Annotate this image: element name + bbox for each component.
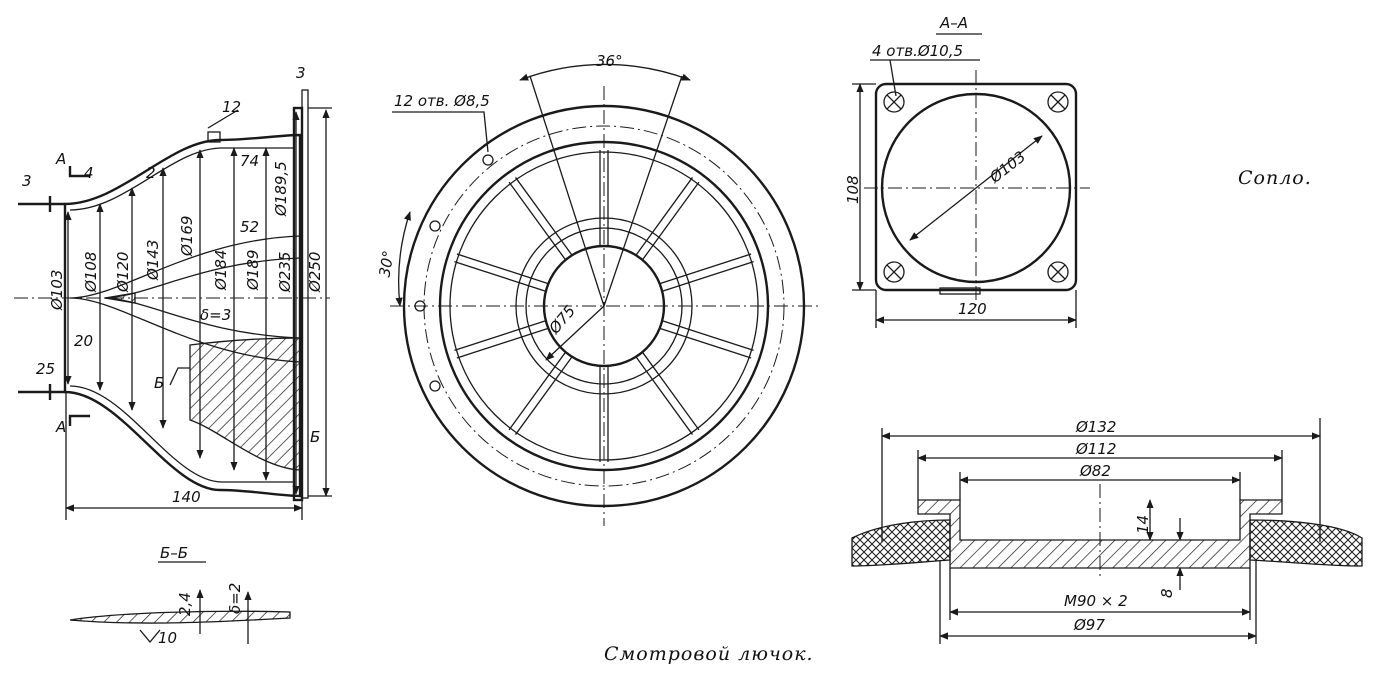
dim-d1895: Ø189,5 — [272, 161, 290, 217]
dim-d132: Ø132 — [1075, 418, 1116, 436]
label-12-holes: 12 отв. Ø8,5 — [394, 92, 490, 110]
dim-thread: М90 × 2 — [1064, 592, 1128, 610]
caption-hatch: Смотровой лючок. — [604, 643, 814, 665]
dim-12: 12 — [222, 98, 241, 116]
section-mark-b-left: Б — [154, 374, 164, 392]
dim-d189: Ø189 — [244, 250, 262, 291]
dim-d103: Ø103 — [48, 270, 66, 311]
dim-14: 14 — [1134, 515, 1152, 534]
dim-d108: Ø108 — [82, 252, 100, 293]
dim-36deg: 36° — [596, 52, 623, 70]
dim-3-left: 3 — [22, 172, 32, 190]
dim-30deg: 30° — [375, 249, 397, 278]
wheel-spoke — [456, 253, 549, 285]
dim-d235: Ø235 — [276, 252, 294, 293]
section-mark-a-top: A — [55, 150, 66, 168]
dim-d82: Ø82 — [1079, 462, 1111, 480]
dim-aa-d103: Ø103 — [985, 147, 1029, 187]
dim-3-top: 3 — [296, 64, 306, 82]
wheel-spoke — [515, 177, 573, 256]
wheel-spoke — [454, 320, 546, 352]
dim-52: 52 — [240, 218, 259, 236]
wheel-spoke — [454, 260, 546, 292]
wheel-spoke — [456, 327, 549, 359]
dim-d250: Ø250 — [306, 252, 324, 293]
wheel-spoke — [662, 320, 754, 352]
wheel-spoke — [635, 177, 693, 256]
dim-25: 25 — [36, 360, 55, 378]
wheel-spoke — [662, 260, 754, 292]
dim-delta3: δ=3 — [200, 306, 231, 324]
wheel-spoke — [515, 356, 573, 435]
roughness-10: 10 — [158, 629, 177, 647]
section-aa-title: A–A — [939, 14, 968, 32]
wheel-spoke — [659, 253, 752, 285]
dim-d97: Ø97 — [1073, 616, 1105, 634]
nozzle-front-view: 36° 30° 12 отв. Ø8,5 Ø75 — [375, 52, 820, 526]
caption-nozzle: Сопло. — [1238, 167, 1312, 189]
wheel-spoke — [635, 356, 693, 435]
dim-140: 140 — [172, 488, 201, 506]
dim-d184: Ø184 — [212, 250, 230, 291]
dim-d143: Ø143 — [144, 240, 162, 281]
section-mark-b-right: Б — [310, 428, 320, 446]
dim-4: 4 — [84, 164, 94, 182]
wheel-spoke — [508, 351, 567, 431]
dim-d120: Ø120 — [114, 252, 132, 293]
dim-108: 108 — [844, 175, 862, 204]
dim-8: 8 — [1158, 588, 1176, 598]
hatch-cover-section: Ø132 Ø112 Ø82 М90 × 2 Ø97 14 8 — [851, 418, 1363, 644]
label-4-holes: 4 отв.Ø10,5 — [872, 42, 963, 60]
section-bb: Б–Б 2,4 δ=2 10 — [69, 544, 291, 647]
dim-120: 120 — [958, 300, 987, 318]
dim-2-4: 2,4 — [176, 592, 194, 616]
nozzle-side-view: Ø103 Ø108 Ø120 Ø143 Ø169 Ø184 Ø189 Ø235 … — [14, 64, 332, 520]
section-mark-a-bottom: A — [55, 418, 66, 436]
dim-74: 74 — [240, 152, 259, 170]
dim-d169: Ø169 — [178, 216, 196, 257]
dim-d112: Ø112 — [1075, 440, 1116, 458]
section-bb-title: Б–Б — [160, 544, 188, 562]
wheel-spoke — [641, 351, 700, 431]
dim-delta2: δ=2 — [226, 583, 244, 614]
wheel-spoke — [641, 181, 700, 261]
dim-20: 20 — [74, 332, 93, 350]
section-aa: A–A 4 отв.Ø10,5 Ø103 108 120 — [844, 14, 1090, 328]
dim-2: 2 — [146, 164, 156, 182]
wheel-spoke — [508, 181, 567, 261]
wheel-spoke — [659, 327, 752, 359]
